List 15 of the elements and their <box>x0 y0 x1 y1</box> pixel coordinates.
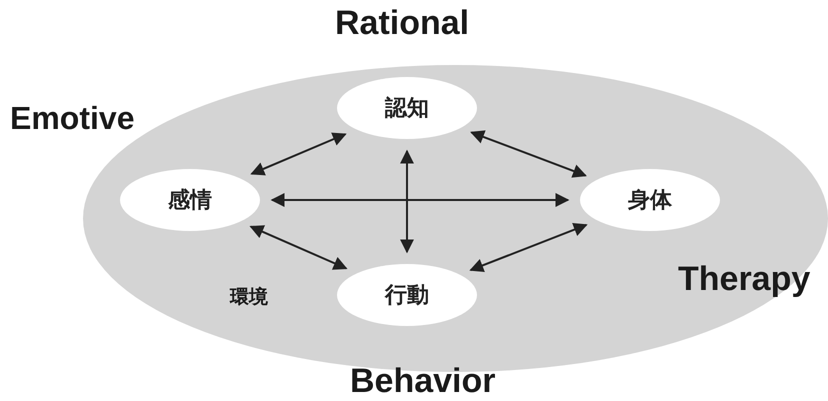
axis-label: Emotive <box>10 100 134 137</box>
double-arrow <box>469 222 588 272</box>
axis-label: Behavior <box>350 362 496 401</box>
axis-label: Therapy <box>678 260 810 299</box>
area-label: 環境 <box>230 285 268 310</box>
concept-ellipse: 認知 <box>337 77 477 139</box>
double-arrow <box>250 132 347 176</box>
double-arrow <box>270 193 570 207</box>
concept-ellipse: 身体 <box>580 169 720 231</box>
double-arrow <box>470 130 587 178</box>
concept-ellipse: 感情 <box>120 169 260 231</box>
double-arrow <box>250 225 348 270</box>
double-arrow <box>400 150 414 254</box>
axis-label: Rational <box>335 4 470 43</box>
concept-ellipse: 行動 <box>337 264 477 326</box>
